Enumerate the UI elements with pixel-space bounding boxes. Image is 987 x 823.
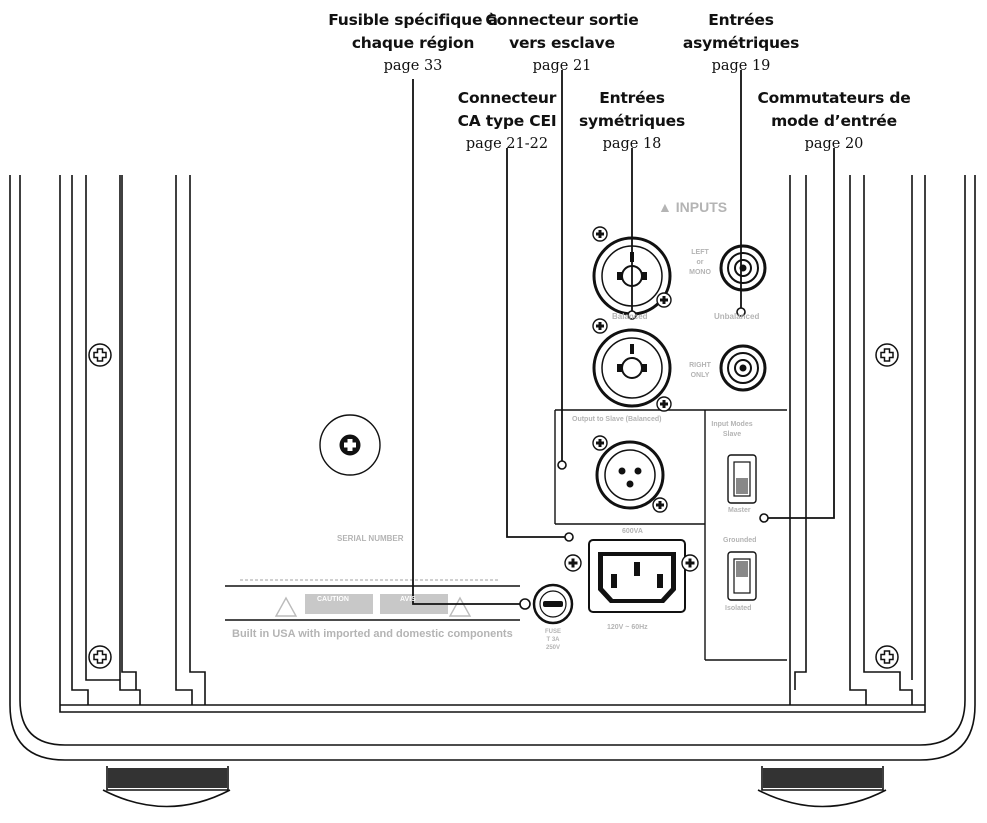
master-label: Master bbox=[728, 507, 751, 514]
leader-input-mode bbox=[764, 148, 835, 519]
balanced-label: Balanced bbox=[612, 312, 648, 321]
unbalanced-label: Unbalanced bbox=[714, 312, 760, 321]
screw-icon bbox=[656, 396, 672, 412]
screw-icon bbox=[592, 226, 608, 242]
center-screw-icon bbox=[319, 414, 381, 476]
screw-icon bbox=[88, 343, 112, 367]
dot-balanced bbox=[627, 310, 637, 320]
fin-screws bbox=[88, 343, 899, 669]
iec-ac-inlet[interactable] bbox=[564, 539, 699, 613]
callout-slave-output: Connecteur sortie vers esclave page 21 bbox=[485, 11, 639, 74]
screw-icon bbox=[592, 318, 608, 334]
xlr-output-connector[interactable] bbox=[592, 435, 668, 513]
callout-input-mode: Commutateurs de mode d’entrée page 20 bbox=[757, 89, 911, 152]
screw-icon bbox=[875, 343, 899, 367]
unbalanced-jack-left[interactable] bbox=[719, 244, 767, 292]
avis-label: AVIS bbox=[400, 596, 416, 603]
callout-ac-iec: Connecteur CA type CEI page 21-22 bbox=[457, 89, 557, 152]
output-to-slave-label: Output to Slave (Balanced) bbox=[572, 416, 662, 423]
dot-unbalanced bbox=[736, 307, 746, 317]
callout-balanced: Entrées symétriques page 18 bbox=[578, 89, 686, 152]
dot-ac bbox=[564, 532, 574, 542]
screw-icon bbox=[564, 554, 582, 572]
callout-fuse: Fusible spécifique à chaque région page … bbox=[328, 11, 498, 74]
screw-icon bbox=[88, 645, 112, 669]
isolated-label: Isolated bbox=[725, 605, 752, 612]
dot-fuse bbox=[519, 598, 531, 610]
screw-icon bbox=[681, 554, 699, 572]
leader-lines bbox=[412, 70, 835, 605]
voltage-label: 120V ~ 60Hz bbox=[607, 624, 648, 631]
fuse-holder-icon[interactable] bbox=[532, 583, 574, 625]
feet bbox=[102, 766, 887, 808]
screw-icon bbox=[656, 292, 672, 308]
screw-icon bbox=[652, 497, 668, 513]
panel-lines bbox=[225, 409, 787, 661]
unbalanced-jack-right[interactable] bbox=[719, 344, 767, 392]
leader-dots bbox=[519, 307, 769, 610]
inputs-label: ▲ INPUTS bbox=[658, 199, 728, 215]
master-slave-switch[interactable] bbox=[727, 454, 757, 504]
callout-unbalanced: Entrées asymétriques page 19 bbox=[682, 11, 800, 74]
grounded-label: Grounded bbox=[723, 537, 757, 544]
grounded-isolated-switch[interactable] bbox=[727, 551, 757, 601]
balanced-jack-right[interactable] bbox=[592, 318, 672, 412]
screw-icon bbox=[875, 645, 899, 669]
serial-number-label: SERIAL NUMBER bbox=[337, 534, 404, 543]
dot-input-mode bbox=[759, 513, 769, 523]
leader-fuse bbox=[412, 79, 525, 605]
built-in-label: Built in USA with imported and domestic … bbox=[232, 628, 513, 640]
caution-label: CAUTION bbox=[317, 596, 349, 603]
chassis bbox=[9, 175, 976, 761]
dot-slave-output bbox=[557, 460, 567, 470]
ac-rating-label: 600VA bbox=[622, 528, 643, 535]
screw-icon bbox=[592, 435, 608, 451]
leader-ac bbox=[506, 148, 569, 538]
